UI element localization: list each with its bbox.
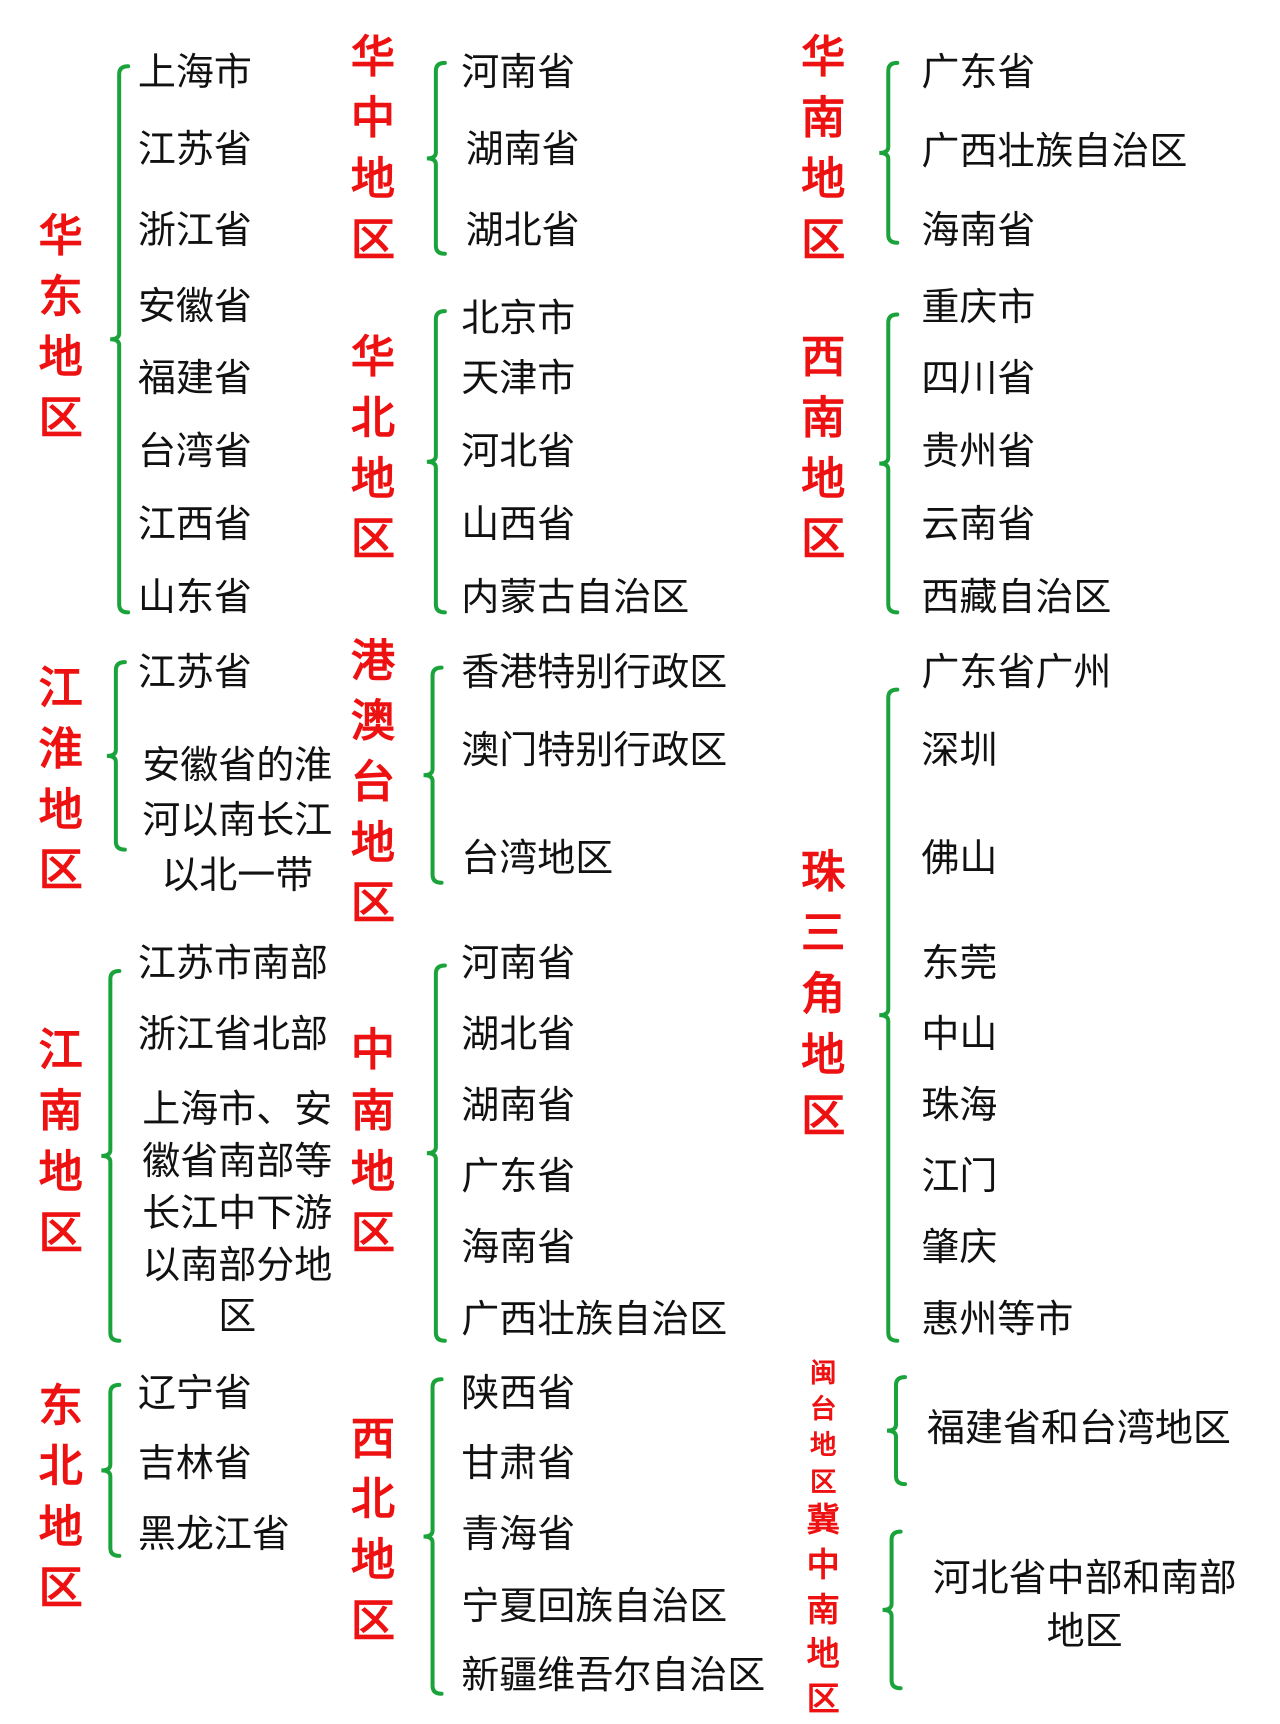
region-item: 肇庆 [921, 1224, 998, 1269]
brace-connector [426, 60, 447, 256]
region-item: 佛山 [921, 836, 998, 881]
region-label: 西南地区 [801, 332, 846, 566]
region-label: 华中地区 [350, 31, 396, 267]
region-item: 浙江省北部 [137, 1011, 328, 1056]
region-item: 广东省 [921, 49, 1036, 94]
brace-connector [423, 1377, 444, 1696]
region-item: 上海市 [137, 49, 252, 94]
region-item: 江苏省 [137, 126, 252, 171]
region-item: 湖北省 [461, 1011, 576, 1056]
region-item: 吉林省 [137, 1441, 252, 1486]
brace-connector [426, 309, 447, 615]
region-label: 华北地区 [350, 332, 396, 566]
region-item: 安徽省的淮 [142, 742, 333, 787]
region-item: 东莞 [921, 941, 998, 986]
region-item: 江苏省 [137, 650, 252, 694]
region-item: 湖北省 [465, 207, 580, 252]
region-item: 上海市、安 [142, 1086, 333, 1131]
region-item: 长江中下游 [142, 1190, 333, 1235]
region-item: 江门 [921, 1154, 998, 1199]
region-item: 中山 [921, 1011, 998, 1056]
region-item: 四川省 [921, 356, 1036, 401]
region-label: 港澳台地区 [350, 635, 396, 930]
brace-connector [886, 1375, 907, 1487]
region-item: 徽省南部等 [142, 1138, 333, 1183]
region-item: 陕西省 [461, 1370, 576, 1415]
region-item: 江西省 [137, 502, 252, 547]
region-item: 甘肃省 [461, 1441, 576, 1486]
region-item: 珠海 [921, 1082, 998, 1127]
region-item: 新疆维吾尔自治区 [461, 1653, 766, 1698]
brace-connector [879, 687, 900, 1343]
region-item: 区 [218, 1294, 257, 1339]
region-item: 辽宁省 [137, 1370, 252, 1415]
brace-connector [106, 660, 127, 852]
region-item: 北京市 [461, 295, 576, 340]
region-item: 云南省 [921, 502, 1036, 547]
brace-connector [879, 312, 900, 615]
region-label: 江淮地区 [38, 663, 83, 897]
region-item: 海南省 [921, 207, 1036, 252]
region-item: 香港特别行政区 [461, 650, 728, 694]
region-item: 以南部分地 [142, 1242, 333, 1287]
region-item: 贵州省 [921, 429, 1036, 474]
brace-connector [101, 969, 122, 1343]
region-label: 华南地区 [801, 31, 846, 267]
brace-connector [879, 60, 900, 245]
region-item: 广西壮族自治区 [921, 129, 1188, 174]
region-item: 西藏自治区 [921, 574, 1112, 619]
region-item: 河南省 [461, 49, 576, 94]
region-item: 江苏市南部 [137, 941, 328, 986]
region-item: 台湾地区 [461, 836, 614, 881]
region-item: 福建省和台湾地区 [926, 1405, 1231, 1450]
region-label: 闽台地区 [809, 1357, 837, 1498]
region-item: 宁夏回族自治区 [461, 1583, 728, 1628]
region-item: 台湾省 [137, 429, 252, 474]
region-item: 湖南省 [461, 1082, 576, 1127]
region-item: 广西壮族自治区 [461, 1296, 728, 1341]
region-item: 天津市 [461, 356, 576, 401]
region-label: 珠三角地区 [801, 847, 846, 1143]
region-item: 山东省 [137, 574, 252, 619]
region-label: 华东地区 [38, 210, 83, 444]
region-item: 湖南省 [465, 126, 580, 171]
region-item: 广东省广州 [921, 650, 1112, 694]
region-item: 内蒙古自治区 [461, 574, 690, 619]
region-item: 安徽省 [137, 283, 252, 328]
region-item: 河北省中部和南部 [932, 1555, 1237, 1600]
region-item: 河北省 [461, 429, 576, 474]
region-item: 青海省 [461, 1511, 576, 1556]
region-label: 冀中南地区 [806, 1500, 840, 1718]
region-item: 澳门特别行政区 [461, 728, 728, 773]
brace-connector [101, 1382, 122, 1558]
region-item: 河以南长江 [142, 797, 333, 842]
region-item: 深圳 [921, 728, 998, 773]
region-item: 广东省 [461, 1154, 576, 1199]
region-item: 河南省 [461, 941, 576, 986]
region-label: 西北地区 [350, 1413, 396, 1647]
brace-connector [110, 64, 131, 615]
region-item: 重庆市 [921, 284, 1036, 329]
region-item: 以北一带 [161, 853, 314, 898]
region-item: 海南省 [461, 1224, 576, 1269]
region-item: 山西省 [461, 502, 576, 547]
region-item: 福建省 [137, 356, 252, 401]
region-item: 地区 [1046, 1608, 1123, 1653]
region-label: 东北地区 [38, 1380, 83, 1614]
brace-connector [426, 963, 447, 1343]
region-label: 江南地区 [38, 1024, 83, 1260]
brace-connector [423, 665, 444, 885]
brace-connector [882, 1529, 903, 1691]
region-item: 惠州等市 [921, 1296, 1074, 1341]
region-item: 浙江省 [137, 207, 252, 252]
region-label: 中南地区 [350, 1024, 396, 1260]
region-item: 黑龙江省 [137, 1511, 290, 1556]
